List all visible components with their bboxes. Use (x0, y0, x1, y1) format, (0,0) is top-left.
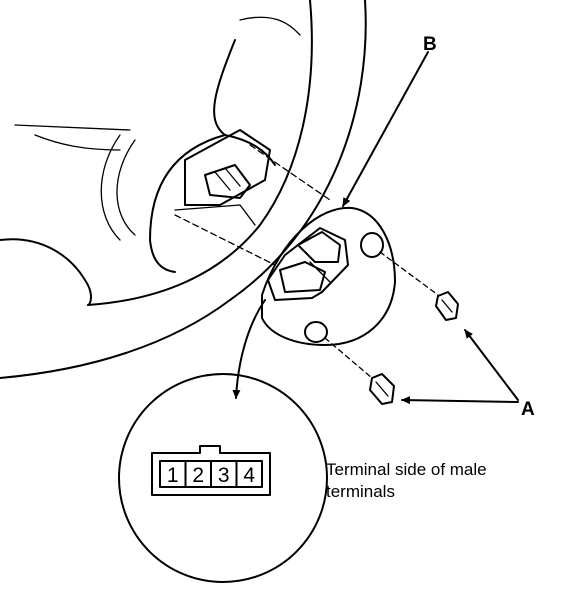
switch-button-lower (279, 261, 326, 293)
spoke-panel-line-2 (116, 139, 136, 236)
internal-connector (204, 164, 251, 199)
callout-a-leader-upper (464, 329, 519, 401)
screw-axis-lower (324, 337, 373, 379)
connector-pin-2: 2 (192, 464, 204, 487)
screw-hole-upper (360, 232, 384, 258)
spoke-panel-line (100, 134, 121, 241)
switch-button-cluster (267, 227, 349, 301)
alignment-line-2 (174, 214, 276, 266)
switch-button-divider (309, 261, 331, 283)
steering-wheel-outer-rim (0, 0, 367, 379)
callout-b-label: B (423, 34, 437, 55)
connector-detail-circle (118, 373, 328, 583)
connector-pin-4: 4 (243, 464, 255, 487)
upper-hub-curve (239, 16, 301, 36)
screw-hole-lower (304, 321, 328, 343)
connector-face (151, 445, 271, 496)
switch-housing (184, 129, 271, 206)
steering-wheel-spoke (213, 39, 276, 166)
internal-connector-latch (214, 171, 231, 191)
alignment-line-1 (249, 144, 331, 201)
callout-b-leader (342, 51, 429, 207)
cruise-switch-body (261, 206, 396, 346)
screw-lower (369, 373, 395, 405)
switch-button-upper (297, 231, 341, 263)
screw-upper (435, 291, 459, 321)
connector-pin-3: 3 (218, 464, 230, 487)
lower-hub-curve (0, 238, 92, 306)
hub-edge-line (14, 124, 131, 131)
connector-pin-1: 1 (167, 464, 179, 487)
screw-axis-upper (379, 251, 439, 296)
steering-wheel-inner-rim (87, 0, 313, 306)
detail-pointer-arrow (232, 299, 266, 399)
housing-bracket (174, 204, 256, 226)
internal-connector-latch-2 (224, 167, 241, 187)
connector-caption-line1: Terminal side of male (326, 460, 487, 479)
spoke-inner-curve (149, 134, 226, 273)
callout-a-label: A (521, 399, 535, 420)
hub-edge-line-2 (34, 134, 121, 151)
connector-caption-line2: terminals (326, 482, 395, 501)
callout-a-leader-lower (401, 396, 519, 405)
